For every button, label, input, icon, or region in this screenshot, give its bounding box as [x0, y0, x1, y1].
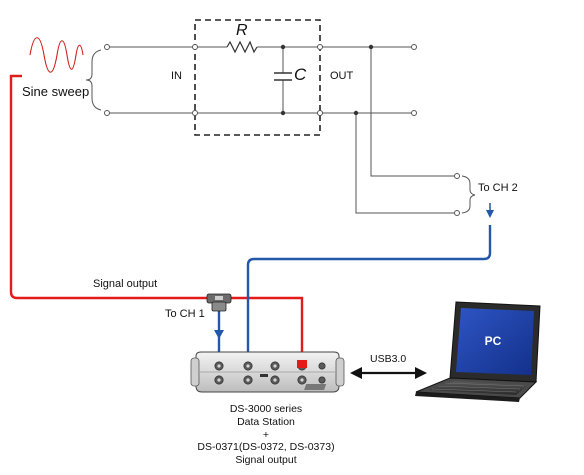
- pc-label: PC: [485, 334, 502, 348]
- red-signal-cable: [9, 74, 304, 364]
- to-ch1-label: To CH 1: [165, 308, 205, 320]
- terminal-box-top-left: [192, 44, 198, 50]
- t-connector-icon: [206, 293, 232, 312]
- ch2-arrow: [486, 203, 494, 218]
- caption-line-3: +: [263, 429, 269, 441]
- caption-line-5: Signal output: [235, 454, 296, 466]
- ch1-arrow-head: [214, 330, 224, 339]
- input-brace: [85, 49, 102, 111]
- signal-output-label: Signal output: [93, 278, 157, 290]
- data-station-device: [190, 351, 345, 393]
- resistor-label: R: [236, 22, 248, 39]
- terminal-out-bottom: [411, 110, 417, 116]
- red-plug-icon: [297, 360, 307, 368]
- in-label: IN: [171, 70, 182, 82]
- caption-line-1: DS-3000 series: [230, 403, 302, 415]
- laptop-pc-icon: PC: [304, 301, 541, 402]
- sine-sweep-label: Sine sweep: [22, 84, 89, 99]
- capacitor-label: C: [294, 65, 307, 84]
- caption-line-2: Data Station: [237, 416, 295, 428]
- terminal-box-bottom-right: [317, 110, 323, 116]
- ch2-wire-lower: [355, 113, 457, 214]
- capacitor-symbol: [274, 72, 292, 81]
- filter-box: [194, 19, 321, 136]
- device-caption: DS-3000 series Data Station + DS-0371(DS…: [197, 403, 334, 466]
- usb-link-arrow: [350, 367, 427, 379]
- blue-ch2-cable: [246, 225, 492, 368]
- ch2-brace: [461, 175, 476, 214]
- junction-dots: [280, 44, 374, 116]
- terminal-out-top: [411, 44, 417, 50]
- circuit-wires: [107, 46, 457, 214]
- usb-label: USB3.0: [370, 353, 406, 365]
- terminals: [104, 44, 460, 216]
- sine-sweep-wave: [29, 37, 84, 73]
- resistor-symbol: [226, 40, 258, 54]
- terminal-box-bottom-left: [192, 110, 198, 116]
- terminal-ch2-lower: [454, 210, 460, 216]
- terminal-in-bottom-left: [104, 110, 110, 116]
- out-label: OUT: [330, 70, 354, 82]
- terminal-in-top-left: [104, 44, 110, 50]
- ch2-wire-upper: [370, 47, 457, 177]
- terminal-ch2-upper: [454, 173, 460, 179]
- to-ch2-label: To CH 2: [478, 182, 518, 194]
- caption-line-4: DS-0371(DS-0372, DS-0373): [197, 441, 334, 453]
- terminal-box-top-right: [317, 44, 323, 50]
